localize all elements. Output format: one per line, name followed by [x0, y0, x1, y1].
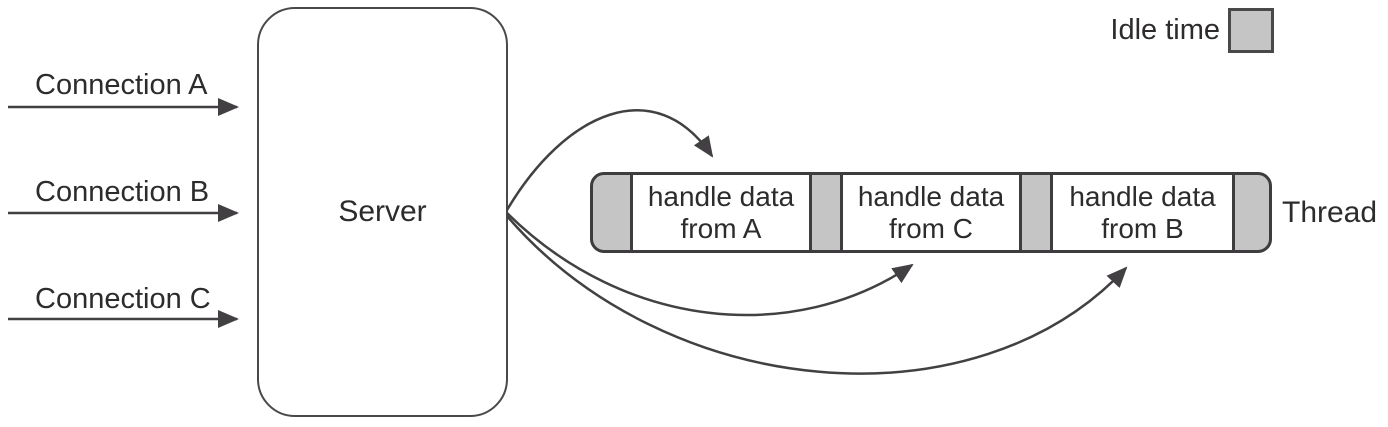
idle-time-legend: Idle time	[1100, 8, 1274, 53]
thread-label: Thread	[1282, 195, 1378, 229]
connection-b-label: Connection B	[35, 176, 210, 208]
idle-time-swatch	[1228, 8, 1274, 53]
thread-segment-task-c: handle data from C	[840, 175, 1022, 250]
thread-bar: handle data from A handle data from C ha…	[590, 172, 1272, 253]
connection-c-label: Connection C	[35, 283, 211, 315]
thread-segment-task-a: handle data from A	[630, 175, 812, 250]
server-label: Server	[338, 195, 427, 228]
task-b-label: handle data from B	[1069, 180, 1216, 244]
task-a-label: handle data from A	[647, 180, 795, 244]
server-box: Server	[257, 7, 508, 417]
idle-time-label: Idle time	[1110, 14, 1220, 46]
task-c-label: handle data from C	[857, 180, 1005, 244]
thread-segment-task-b: handle data from B	[1050, 175, 1235, 250]
connection-a-label: Connection A	[35, 69, 208, 101]
